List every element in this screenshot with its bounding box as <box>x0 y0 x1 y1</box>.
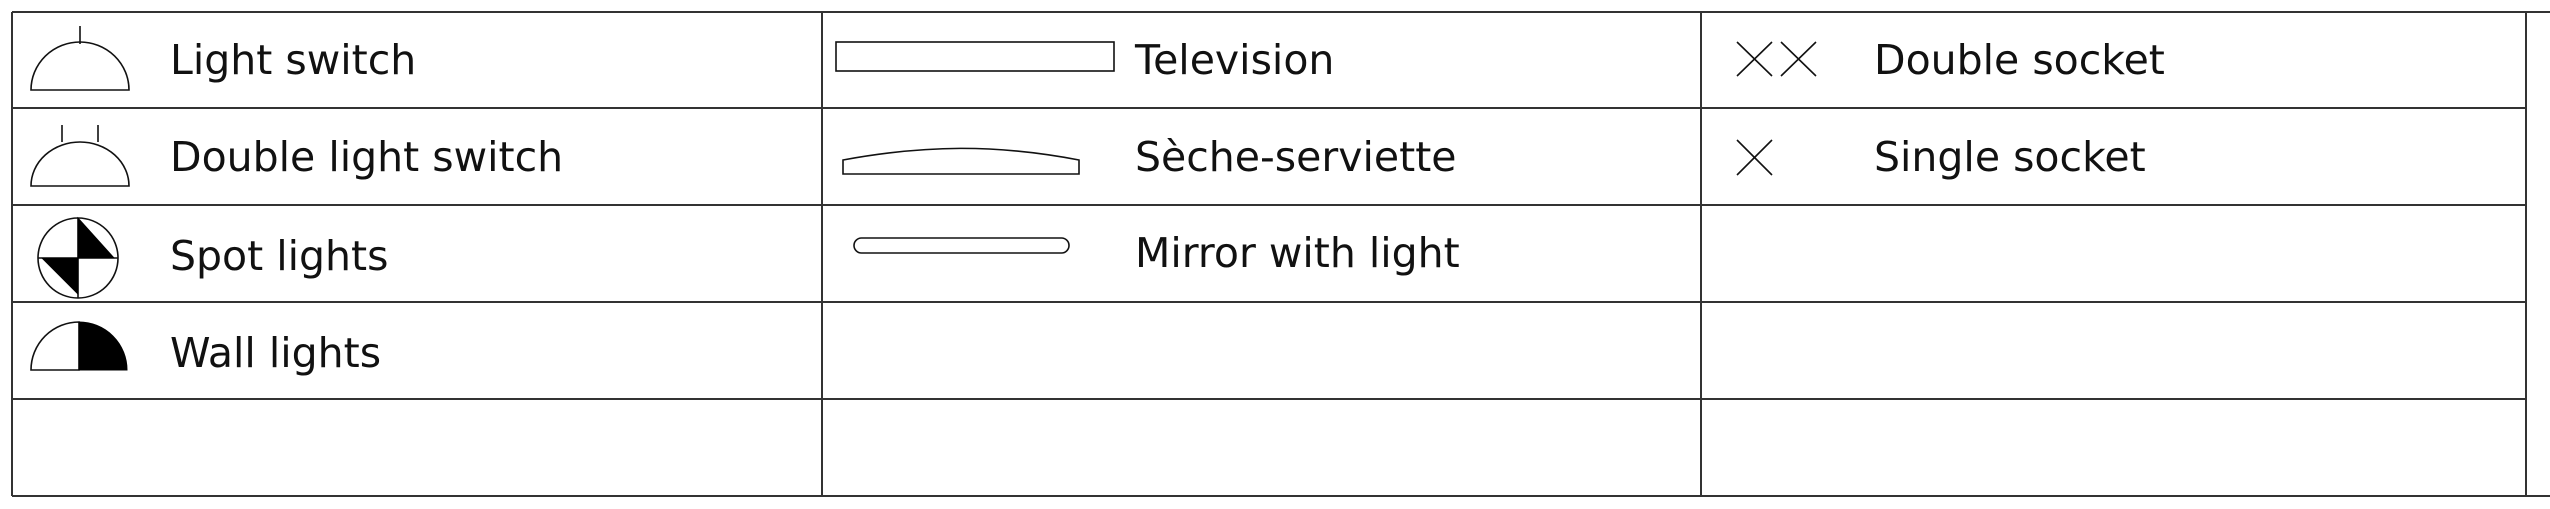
light-switch-icon <box>30 26 130 91</box>
double-socket-icon <box>1736 41 1817 77</box>
mirror-light-icon <box>853 237 1070 254</box>
double-socket-label: Double socket <box>1874 36 2165 84</box>
towel-dryer-icon <box>842 147 1080 175</box>
spot-lights-label: Spot lights <box>170 232 389 280</box>
single-socket-icon <box>1736 139 1773 176</box>
double-light-switch-label: Double light switch <box>170 133 564 181</box>
single-socket-label: Single socket <box>1874 133 2146 181</box>
table-grid <box>11 11 2550 497</box>
spot-light-icon <box>37 216 119 299</box>
light-switch-label: Light switch <box>170 36 417 84</box>
mirror-with-light-label: Mirror with light <box>1135 229 1460 277</box>
television-label: Television <box>1135 36 1335 84</box>
television-icon <box>835 41 1115 72</box>
wall-lights-label: Wall lights <box>170 329 382 377</box>
double-light-switch-icon <box>30 125 130 187</box>
seche-serviette-label: Sèche-serviette <box>1135 133 1457 181</box>
wall-light-icon <box>30 321 128 371</box>
